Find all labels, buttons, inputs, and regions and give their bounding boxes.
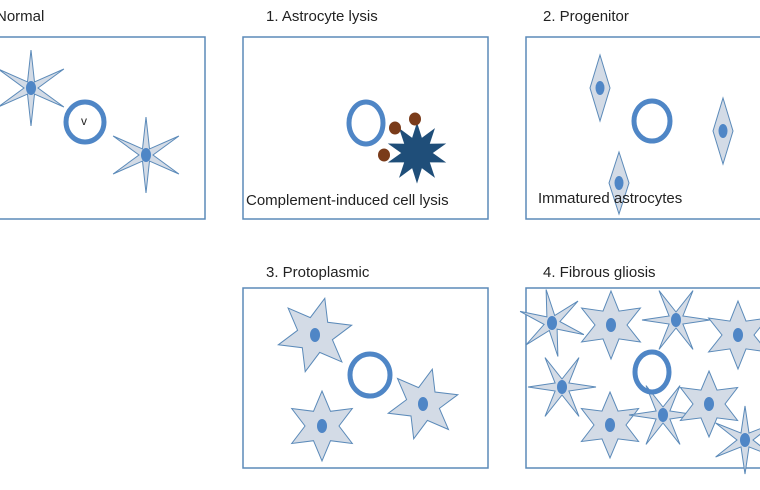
astrocyte-nucleus [547, 316, 557, 330]
astrocyte [709, 301, 760, 369]
blood-vessel [634, 101, 670, 141]
astrocyte [582, 291, 641, 359]
astrocyte [113, 117, 179, 193]
immature-astrocyte-nucleus [596, 81, 605, 95]
astrocyte-nucleus [557, 380, 567, 394]
astrocyte-nucleus [671, 313, 681, 327]
astrocyte [388, 369, 458, 439]
progenitor-caption: Immatured astrocytes [538, 190, 682, 207]
lysis-caption: Complement-induced cell lysis [246, 192, 449, 209]
astrocyte [278, 298, 351, 371]
astrocyte [581, 392, 638, 458]
astrocyte [520, 290, 584, 357]
immature-astrocyte-nucleus [719, 124, 728, 138]
blood-vessel [635, 352, 669, 392]
astrocyte [0, 50, 64, 126]
blood-vessel [350, 354, 390, 396]
complement-dot [378, 149, 390, 162]
astrocyte [528, 358, 596, 417]
vessel-label: v [81, 114, 87, 128]
immature-astrocyte-nucleus [615, 176, 624, 190]
immature-astrocyte [713, 98, 733, 164]
astrocyte-nucleus [733, 328, 743, 342]
astrocyte [680, 371, 737, 437]
complement-dot [389, 122, 401, 135]
blood-vessel [349, 102, 383, 144]
immature-astrocyte [590, 55, 610, 121]
astrocyte-nucleus [26, 81, 36, 95]
astrocyte-nucleus [317, 419, 327, 433]
astrocyte-nucleus [418, 397, 428, 411]
astrocyte-nucleus [606, 318, 616, 332]
astrocyte-nucleus [704, 397, 714, 411]
astrocyte-nucleus [658, 408, 668, 422]
panel-frame-protoplasmic [243, 288, 488, 468]
astrocyte-nucleus [605, 418, 615, 432]
astrocyte-nucleus [740, 433, 750, 447]
astrocyte-nucleus [310, 328, 320, 342]
astrocyte [292, 391, 353, 461]
astrocyte [642, 291, 710, 350]
complement-dot [409, 113, 421, 126]
astrocyte-nucleus [141, 148, 151, 162]
